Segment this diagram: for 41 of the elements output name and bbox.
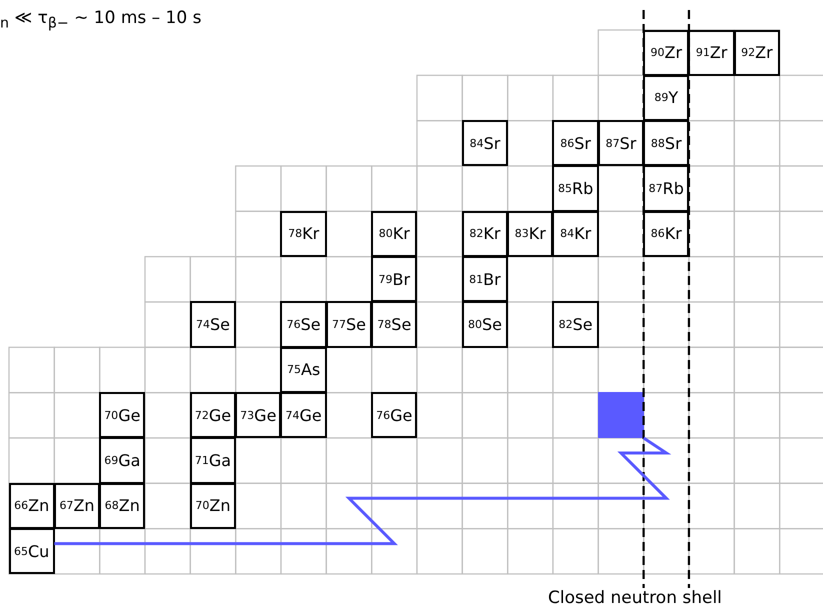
nuclide-cell: $^{81}$Br [462, 256, 508, 302]
nuclide-cell: $^{84}$Sr [462, 120, 508, 166]
nuclide-cell: $^{90}$Zr [643, 30, 690, 76]
nuclide-cell: $^{80}$Se [462, 301, 508, 348]
nuclide-cell: $^{67}$Zn [54, 482, 100, 530]
nuclide-cell: $^{80}$Kr [371, 210, 418, 258]
nuclide-cell: $^{77}$Se [326, 301, 372, 348]
nuclide-cell: $^{75}$As [280, 346, 327, 394]
process-path [54, 436, 672, 546]
formula-text: $_{n}$ ≪ τ$_{β−}$ ~ 10 ms – 10 s [0, 8, 202, 32]
nuclide-cell: $^{83}$Kr [507, 210, 554, 258]
nuclide-cell: $^{72}$Ge [190, 392, 236, 438]
nuclide-cell: $^{87}$Sr [598, 120, 644, 166]
nuclide-cell: $^{82}$Kr [462, 210, 508, 258]
nuclide-cell: $^{88}$Sr [643, 120, 690, 166]
nuclide-cell: $^{85}$Rb [552, 165, 599, 212]
nuclide-cell: $^{86}$Sr [552, 120, 599, 166]
nuclide-cell: $^{74}$Ge [280, 392, 327, 438]
nuclide-cell: $^{91}$Zr [688, 30, 735, 76]
nuclide-cell: $^{70}$Ge [99, 392, 146, 438]
nuclide-cell: $^{84}$Kr [552, 210, 599, 258]
nuclide-cell: $^{76}$Ge [371, 392, 418, 438]
caption-text: Closed neutron shell [548, 588, 722, 608]
nuclide-cell: $^{74}$Se [190, 301, 236, 348]
nuclide-cell: $^{89}$Y [643, 74, 690, 122]
nuclide-cell: $^{73}$Ge [235, 392, 282, 438]
nuclide-cell: $^{69}$Ga [99, 437, 146, 484]
nuclide-cell: $^{68}$Zn [99, 482, 146, 530]
nuclide-cell: $^{78}$Se [371, 301, 418, 348]
nuclide-cell: $^{78}$Kr [280, 210, 327, 258]
nuclide-cell: $^{92}$Zr [734, 30, 780, 76]
nuclide-cell: $^{65}$Cu [8, 528, 55, 574]
highlighted-cell [598, 392, 644, 438]
nuclide-cell: $^{82}$Se [552, 301, 599, 348]
nuclide-cell: $^{76}$Se [280, 301, 327, 348]
nuclide-cell: $^{71}$Ga [190, 437, 236, 484]
nuclide-cell: $^{66}$Zn [8, 482, 55, 530]
nuclide-cell: $^{79}$Br [371, 256, 418, 302]
nuclide-cell: $^{70}$Zn [190, 482, 236, 530]
nuclide-cell: $^{87}$Rb [643, 165, 690, 212]
nuclide-cell: $^{86}$Kr [643, 210, 690, 258]
